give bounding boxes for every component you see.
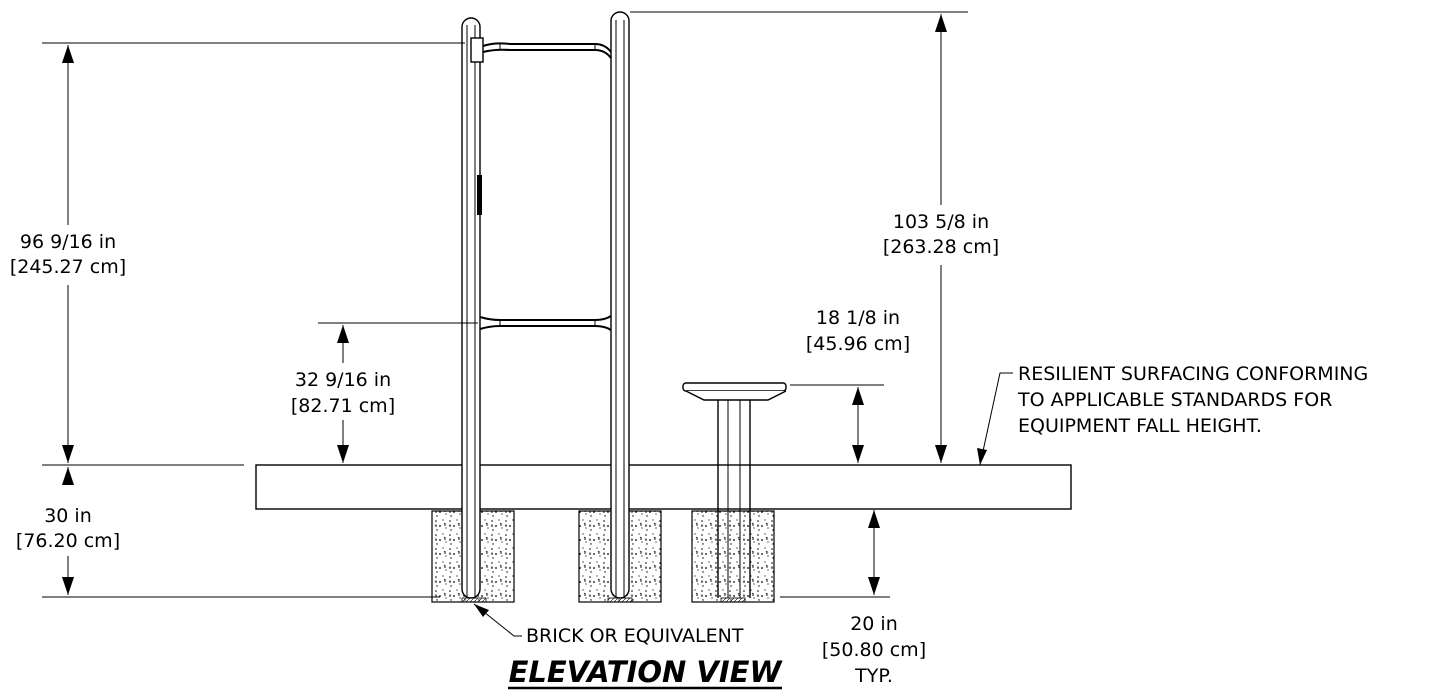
surfacing-slab [255,464,1072,510]
post-left [461,17,481,599]
dimension-lines [42,11,968,598]
overall-right-metric: [263.28 cm] [883,236,999,258]
surfacing-callout-line3: EQUIPMENT FALL HEIGHT. [1018,415,1262,437]
leader-lines [473,372,1013,637]
overall-left-metric: [245.27 cm] [10,256,126,278]
lower-bar [479,315,612,331]
post-middle [610,11,630,599]
overall-right-imperial: 103 5/8 in [893,211,989,233]
overall-left-imperial: 96 9/16 in [20,231,116,253]
surfacing-callout-line2: TO APPLICABLE STANDARDS FOR [1017,389,1332,411]
stool-imperial: 18 1/8 in [816,307,900,329]
stool [682,382,787,598]
arrowheads [62,14,947,595]
footing-note: TYP. [854,665,893,687]
post-handle [477,175,482,215]
view-title: ELEVATION VIEW [509,655,784,689]
footing-right [691,510,775,603]
leader-arrowheads [474,448,987,617]
depth-left-imperial: 30 in [44,505,92,527]
lower-bar-metric: [82.71 cm] [291,395,395,417]
upper-bar [470,37,612,63]
lower-bar-imperial: 32 9/16 in [295,369,391,391]
depth-left-metric: [76.20 cm] [16,530,120,552]
footing-imperial: 20 in [850,613,898,635]
surfacing-callout-line1: RESILIENT SURFACING CONFORMING [1018,363,1368,385]
brick-callout: BRICK OR EQUIVALENT [526,625,744,647]
stool-metric: [45.96 cm] [806,333,910,355]
footing-metric: [50.80 cm] [822,639,926,661]
